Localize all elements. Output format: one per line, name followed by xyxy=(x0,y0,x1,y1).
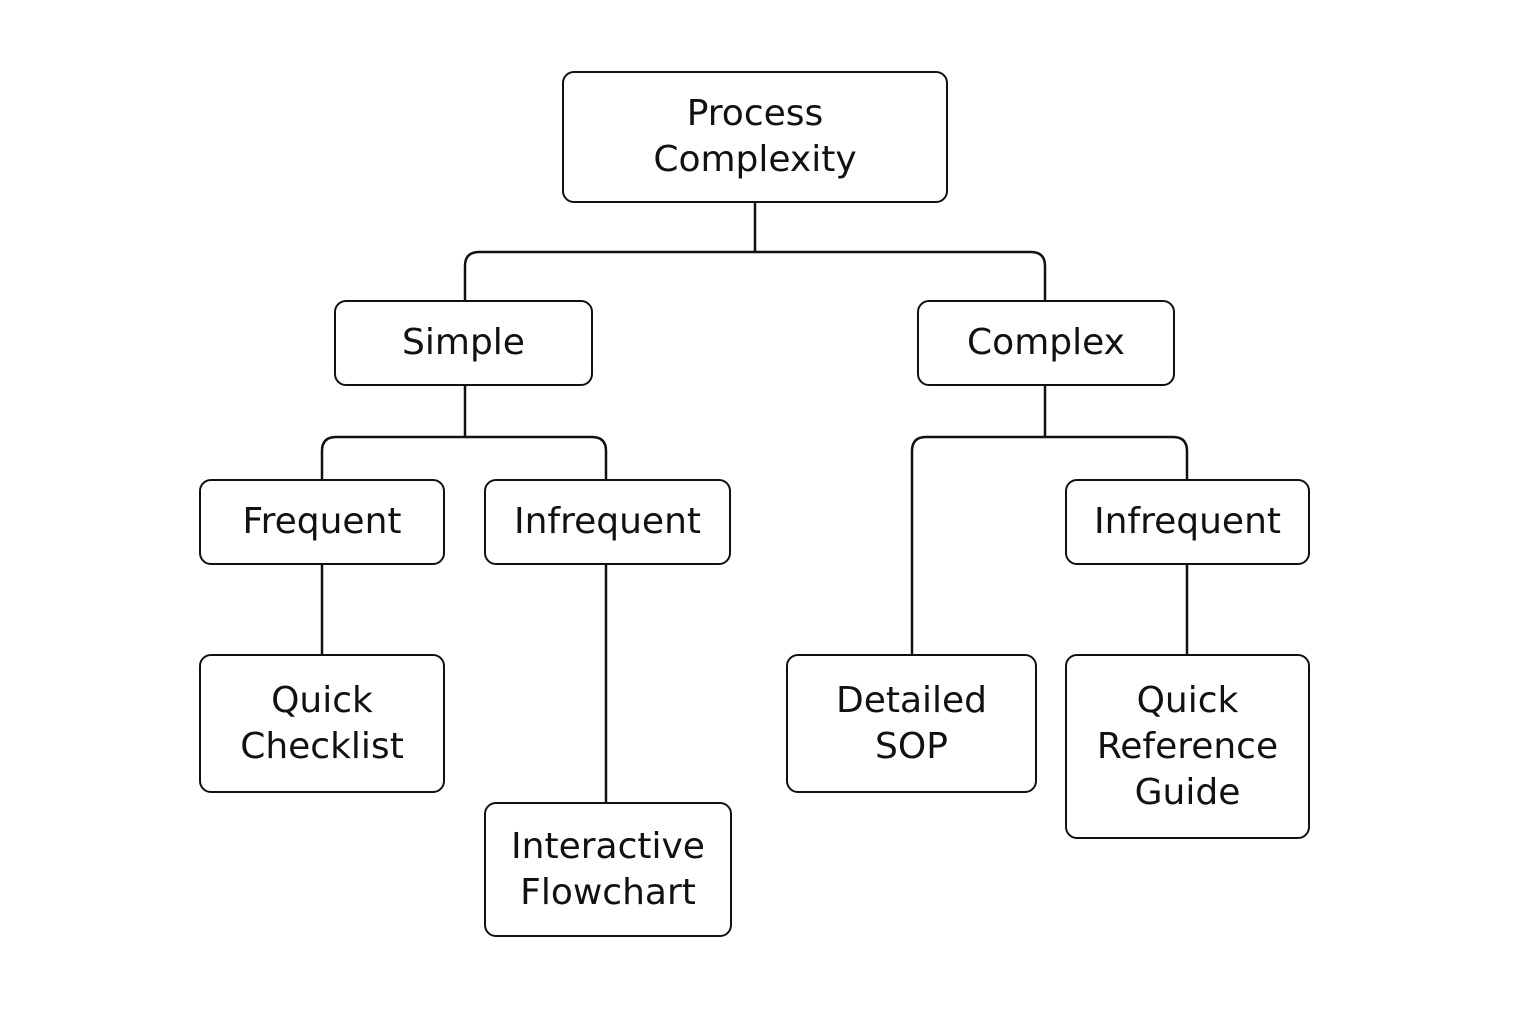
node-process-complexity: Process Complexity xyxy=(562,71,948,203)
node-infrequent-simple: Infrequent xyxy=(484,479,731,565)
node-complex: Complex xyxy=(917,300,1175,386)
node-simple: Simple xyxy=(334,300,593,386)
node-interactive-flowchart: Interactive Flowchart xyxy=(484,802,732,937)
node-quick-checklist: Quick Checklist xyxy=(199,654,445,793)
node-frequent: Frequent xyxy=(199,479,445,565)
node-detailed-sop: Detailed SOP xyxy=(786,654,1037,793)
node-infrequent-complex: Infrequent xyxy=(1065,479,1310,565)
connector-root-branches xyxy=(463,250,1047,300)
connector-simple-branches xyxy=(320,435,608,479)
connector-complex-branches xyxy=(910,435,1189,655)
node-quick-reference-guide: Quick Reference Guide xyxy=(1065,654,1310,839)
